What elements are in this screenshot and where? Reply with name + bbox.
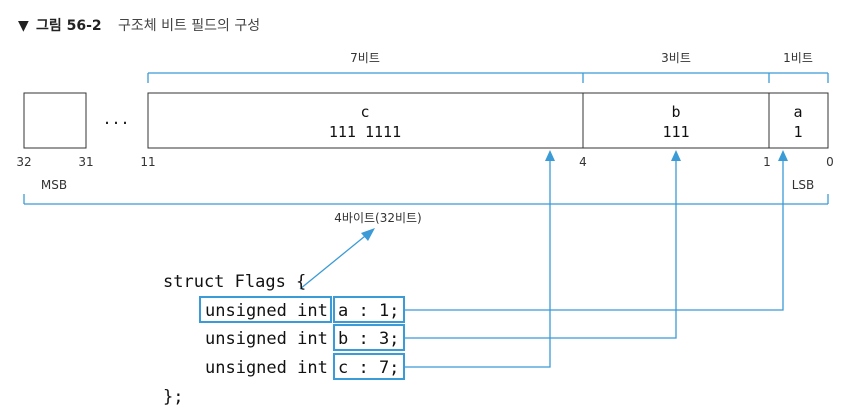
code-type-a: unsigned int [205, 301, 328, 321]
arrow-b [404, 150, 681, 339]
figure-title: 구조체 비트 필드의 구성 [118, 18, 260, 34]
code-struct-open: struct Flags { [163, 272, 306, 292]
field-c-name: c [360, 103, 369, 121]
ellipsis: ... [102, 110, 129, 128]
bit-index-31: 31 [78, 155, 93, 169]
figure-number: 그림 56-2 [36, 18, 102, 34]
code-decl-c: c : 7; [338, 358, 399, 378]
code-type-c: unsigned int [205, 358, 328, 378]
width-bracket [147, 72, 829, 83]
code-decl-b: b : 3; [338, 329, 399, 349]
code-type-b: unsigned int [205, 329, 328, 349]
bit-index-1: 1 [763, 155, 771, 169]
field-b-name: b [671, 103, 680, 121]
bit-index-4: 4 [579, 155, 587, 169]
arrow-a [404, 150, 788, 311]
arrow-c [404, 150, 555, 368]
lsb-label: LSB [792, 178, 815, 192]
caption-marker: ▼ [18, 18, 29, 34]
width-label-a: 1비트 [783, 51, 813, 65]
msb-label: MSB [41, 178, 67, 192]
field-a-name: a [793, 103, 802, 121]
struct-size-arrow [299, 228, 375, 290]
type-highlight-a [199, 296, 332, 323]
code-struct-close: }; [163, 387, 183, 407]
bit-index-0: 0 [826, 155, 834, 169]
total-size-label: 4바이트(32비트) [334, 211, 421, 225]
field-a-value: 1 [793, 123, 802, 141]
bit-index-11: 11 [140, 155, 155, 169]
field-b-value: 111 [662, 123, 689, 141]
code-decl-a: a : 1; [338, 301, 399, 321]
width-label-c: 7비트 [350, 51, 380, 65]
bit-index-32: 32 [16, 155, 31, 169]
msb-box [23, 92, 87, 149]
field-c-value: 111 1111 [329, 123, 401, 141]
bitfield-box [147, 92, 829, 149]
total-bracket [23, 194, 829, 205]
width-label-b: 3비트 [661, 51, 691, 65]
